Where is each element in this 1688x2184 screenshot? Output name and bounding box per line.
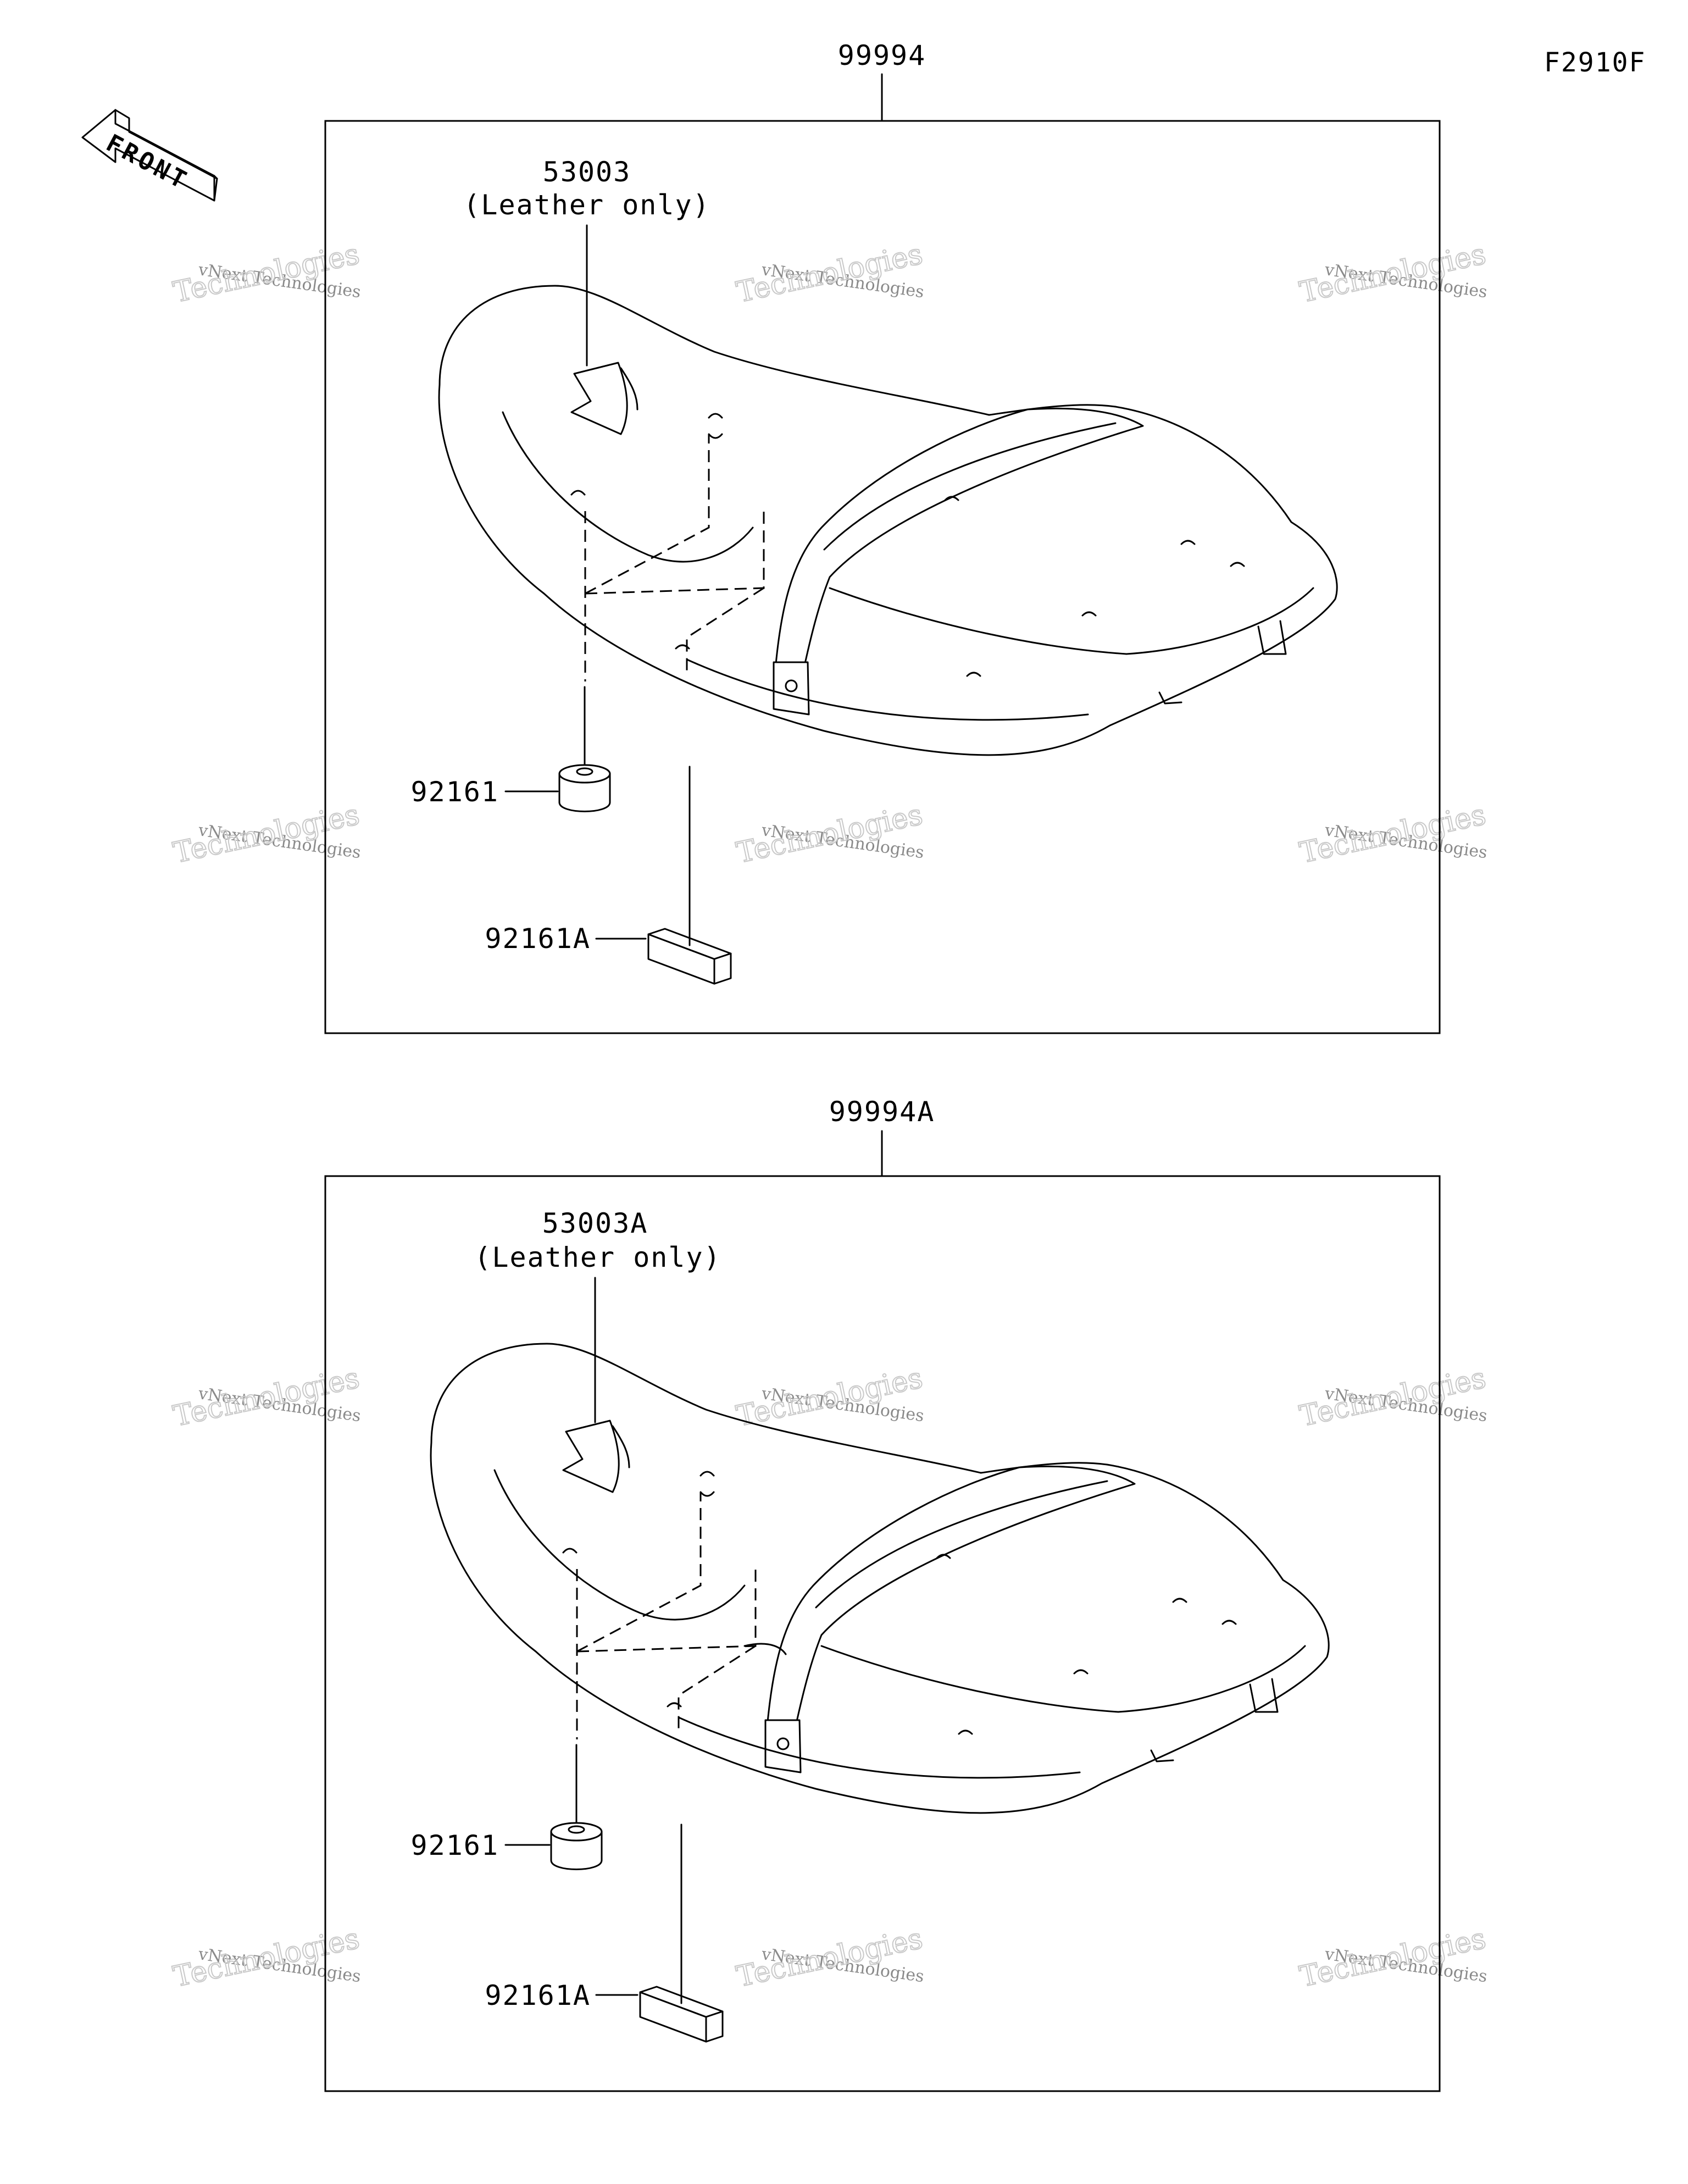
watermark-text: Technologies	[734, 798, 925, 869]
assembly-frame	[324, 1175, 1441, 2092]
panel-assembly-2: 99994A 53003A (Leather only) 92161 92161…	[324, 1096, 1441, 2092]
cover-part-number: 53003	[543, 156, 631, 188]
seat-seam-detail	[743, 1643, 787, 1655]
assembly-number: 99994A	[829, 1096, 935, 1128]
watermark-text: Technologies	[1297, 798, 1489, 869]
watermark-text: Technologies	[170, 1361, 362, 1433]
watermark-text: Technologies	[1297, 1361, 1489, 1433]
assembly-number: 99994	[838, 40, 926, 71]
damper-part-number: 92161	[410, 1830, 499, 1861]
panel-assembly-1: 99994 53003 (Leather only) 92161 92161A	[324, 40, 1441, 1034]
watermark-text: Technologies	[734, 1922, 925, 1993]
damper-part-number: 92161	[410, 776, 499, 808]
figure-code: F2910F	[1544, 47, 1646, 78]
watermark-text: Technologies	[170, 798, 362, 869]
watermark-text: Technologies	[734, 237, 925, 309]
watermark-text: Technologies	[1297, 1922, 1489, 1993]
front-arrow: FRONT	[81, 109, 218, 202]
cover-note: (Leather only)	[474, 1241, 721, 1273]
seat-drawing	[438, 285, 1338, 985]
watermark-text: Technologies	[170, 1922, 362, 1993]
damper-block-part-number: 92161A	[485, 1980, 591, 2011]
watermark-text: Technologies	[170, 237, 362, 309]
damper-block-part-number: 92161A	[485, 923, 591, 955]
watermark-text: Technologies	[1297, 237, 1489, 309]
cover-part-number: 53003A	[542, 1207, 648, 1239]
cover-note: (Leather only)	[463, 189, 710, 221]
watermark-text: Technologies	[734, 1361, 925, 1433]
assembly-frame	[324, 120, 1441, 1034]
